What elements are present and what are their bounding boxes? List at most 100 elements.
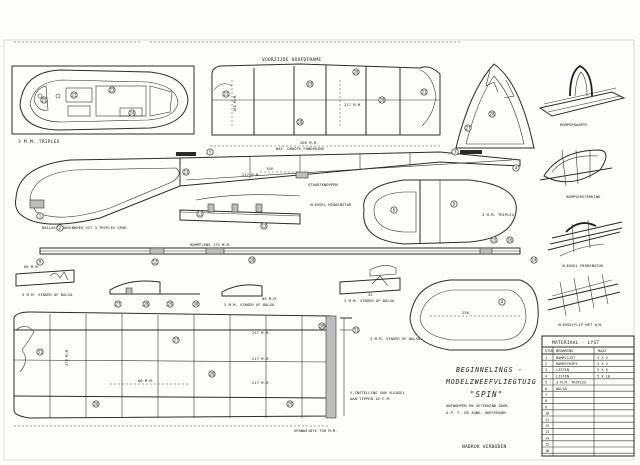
materials-cell: 3 X 3 (597, 362, 608, 366)
dim-217-wing2: 217 M.M. (252, 356, 270, 361)
vleugelflip-label: VLEUGELFLIP MET 0/0 (558, 322, 602, 327)
materials-cell: 6 (545, 387, 547, 391)
rompgeraamte-label: ROMPGERAAMTE (560, 122, 588, 127)
rompflens-label: ROMPFLENS 173 M.M. (190, 242, 231, 247)
dim-270-label: 270 M.M. (64, 348, 69, 366)
materials-cell: 15 (545, 443, 549, 447)
materials-cell: 14 (545, 436, 549, 440)
svg-text:28: 28 (490, 112, 495, 117)
materials-cell: 3 (545, 368, 547, 372)
materials-cell: 5 X 5 (597, 368, 608, 372)
materials-cell: 12 (545, 424, 549, 428)
svg-text:31: 31 (38, 350, 43, 355)
dim-217-top: 217 M.M. (344, 102, 362, 107)
svg-text:15: 15 (492, 238, 497, 243)
materials-cell: 13 (545, 430, 549, 434)
nadruk-label: NADRUK VERBODEN (462, 444, 507, 450)
svg-text:29: 29 (288, 402, 293, 407)
wing-tip-panel: 230 4 (409, 279, 539, 351)
col-stuk: STUK (545, 349, 554, 353)
stabiliser-view: 6 8 3 M.M. TRIPLEX (363, 179, 517, 245)
svg-text:27: 27 (116, 302, 121, 307)
materials-cell: LISTEN (556, 374, 569, 378)
svg-text:6: 6 (393, 208, 396, 213)
svg-text:4: 4 (501, 300, 504, 305)
svg-text:5: 5 (209, 150, 212, 155)
svg-text:27: 27 (174, 338, 179, 343)
materials-cell: 16 (545, 449, 549, 453)
materials-cell: 5 (545, 381, 547, 385)
col-benaming: BENAMING (556, 349, 573, 353)
svg-text:10: 10 (250, 258, 255, 263)
triplex-right-label: 3 M.M. TRIPLEX (482, 212, 515, 217)
wing-centre-piece: 13 11 VLEUGEL MIDDENSTUK (179, 194, 352, 230)
materials-cell: ROMPLIJST (556, 356, 576, 360)
fin-view: 28 27 (455, 63, 535, 149)
dim-60-label: 60 M.M. (24, 264, 40, 269)
materials-cell: 1 (545, 356, 547, 360)
iso-sketch-1: ROMPGERAAMTE (538, 64, 626, 127)
svg-text:11: 11 (198, 212, 203, 217)
vleugel-middenstuk-label: VLEUGEL MIDDENSTUK (310, 202, 352, 207)
svg-text:8: 8 (453, 202, 456, 207)
spanwijdte-label: SPANWIJDTE 790 M.M. (294, 428, 337, 433)
wing-plan: 60 M.M. 217 M.M. 217 M.M. 217 M.M. 270 M… (13, 311, 337, 433)
materials-cell: 4 (545, 374, 547, 378)
wing-tip-stub: 31 (340, 317, 360, 416)
col-maat: MAAT (598, 349, 607, 353)
fuselage-side: 150 260 M.M. NAT. GROOTE FUNDERING STAAR… (15, 140, 521, 232)
materials-cell: 8 (545, 399, 547, 403)
svg-text:28: 28 (144, 302, 149, 307)
small-parts-row: 60 M.M. 5 M.M. VINGER OF BALSA 27 28 29 … (15, 264, 401, 308)
materials-cell: 9 (545, 405, 547, 409)
materials-cell: 2 (545, 362, 547, 366)
ballast-note: BALLAST, BOVENHOEK UIT 3 TRIPLEX SPAR (42, 225, 127, 230)
svg-text:2: 2 (59, 226, 62, 231)
dim-217-side: 217 M.M. (242, 172, 260, 177)
vinger-left-label: 5 M.M. VINGER OF BALSA (22, 292, 73, 297)
dim-52-label: 52 (368, 292, 373, 297)
title-line5: A.P. F. DE JONG, AMSTERDAM. (446, 410, 508, 415)
svg-text:21: 21 (224, 92, 229, 97)
triplex-left-label: 3 M.M. TRIPLEX (18, 139, 60, 145)
dim-217-wing3: 217 M.M. (252, 380, 270, 385)
svg-text:16: 16 (508, 238, 513, 243)
materials-cell: 10 (545, 412, 549, 416)
materials-cell: 3 X 3 (597, 356, 608, 360)
svg-text:14: 14 (532, 258, 537, 263)
svg-text:23: 23 (110, 88, 115, 93)
dim-150-label: 150 (266, 166, 274, 171)
svg-text:31: 31 (354, 328, 359, 333)
materials-cell: 11 (545, 418, 549, 422)
iso-sketch-3: VLEUGEL MIDDENSTUK (547, 219, 623, 268)
romp-length: 260 M.M. (300, 140, 318, 145)
svg-text:13: 13 (262, 224, 267, 229)
materials-cell: 7 (545, 393, 547, 397)
svg-text:28: 28 (210, 372, 215, 377)
triplex-panel: 22 23 24 25 3 M.M. TRIPLEX (11, 65, 195, 145)
title-line4: ONTWORPEN EN GETEEKEND DOOR (446, 403, 508, 408)
boom-stick: ROMPFLENS 173 M.M. 12 9 10 15 16 14 (36, 236, 538, 266)
svg-text:1: 1 (39, 214, 42, 219)
vleugel-middenstuk2-label: VLEUGEL MIDDENSTUK (562, 263, 604, 268)
dim-160-label: 160 M.M. (232, 94, 237, 112)
svg-text:27: 27 (466, 126, 471, 131)
svg-text:21: 21 (422, 90, 427, 95)
svg-text:19: 19 (308, 82, 313, 87)
svg-text:22: 22 (72, 93, 77, 98)
svg-text:30: 30 (194, 302, 199, 307)
vinger-mid-label: 3 M.M. VINGER OF BALSA (224, 302, 275, 307)
materials-cell: LISTEN (556, 368, 569, 372)
iso-sketch-2: ROMPVERSTERKING (539, 149, 613, 199)
dim-85-label: 85 M.M. (262, 296, 278, 301)
sheet-border (3, 39, 635, 461)
title-line1: BEGINNELINGS - (456, 366, 523, 374)
materials-cell: 3 M.M. TRIPLEX (556, 381, 587, 385)
svg-text:13: 13 (184, 170, 189, 175)
vinger-right-label: 3 M.M. VINGER OF BALSA (370, 336, 421, 341)
svg-text:29: 29 (168, 302, 173, 307)
title-line2: MODELZWEEFVLIEGTUIG (445, 378, 537, 386)
